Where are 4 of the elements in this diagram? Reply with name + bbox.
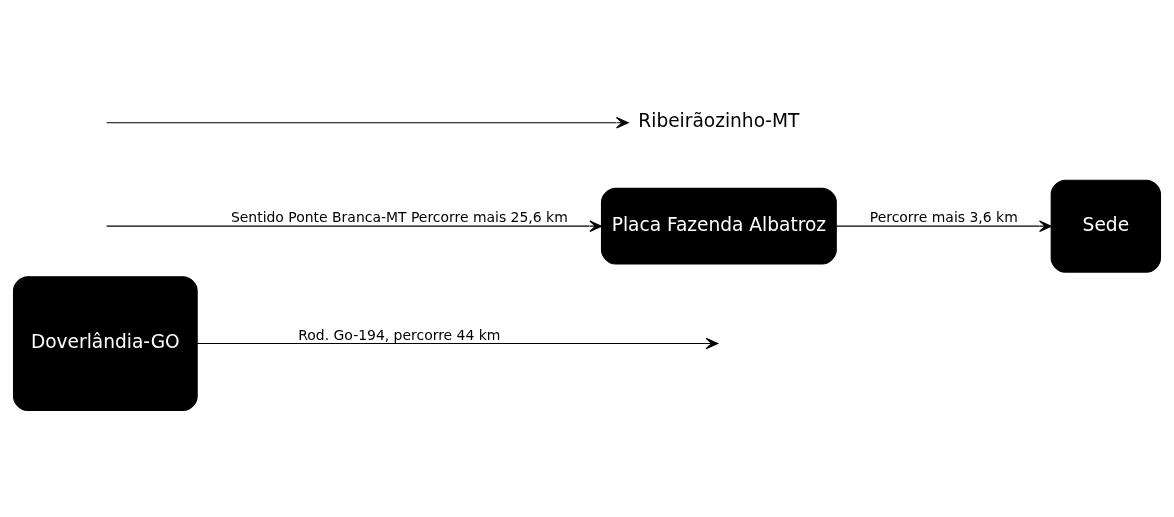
edge-label: Rod. Go-194, percorre 44 km: [298, 326, 501, 343]
edge-label: Sentido Ponte Branca-MT Percorre mais 25,6 km: [230, 208, 568, 225]
edge-label: Percorre mais 3,6 km: [869, 208, 1018, 225]
node-text: Ribeirãozinho-MT: [638, 109, 800, 131]
